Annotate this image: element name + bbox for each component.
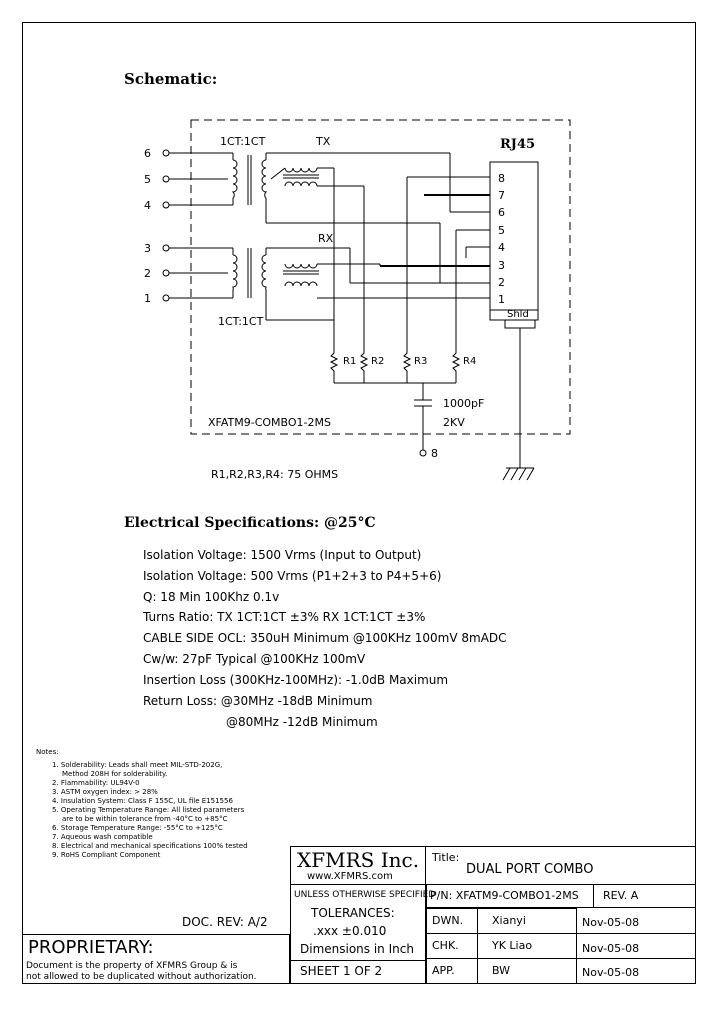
part-number: P/N: XFATM9-COMBO1-2MS bbox=[430, 889, 579, 902]
name-column bbox=[477, 908, 577, 984]
spec-line: Insertion Loss (300KHz-100MHz): -1.0dB M… bbox=[143, 673, 449, 687]
drawing-title: DUAL PORT COMBO bbox=[466, 862, 594, 877]
pin-label: 1 bbox=[144, 292, 151, 305]
note-line: 5. Operating Temperature Range: All list… bbox=[52, 806, 245, 814]
shield-label: Shld bbox=[507, 309, 529, 320]
row-divider bbox=[426, 933, 696, 959]
resistor-label: R3 bbox=[414, 356, 427, 367]
title-label: Title: bbox=[432, 851, 460, 864]
spec-line: Q: 18 Min 100Khz 0.1v bbox=[143, 590, 280, 604]
note-line: 6. Storage Temperature Range: -55°C to +… bbox=[52, 824, 223, 832]
chk-label: CHK. bbox=[432, 939, 459, 952]
schematic-heading: Schematic: bbox=[124, 70, 218, 88]
rj45-pin: 5 bbox=[498, 224, 505, 237]
note-line: 4. Insulation System: Class F 155C, UL f… bbox=[52, 797, 233, 805]
note-line: 7. Aqueous wash compatible bbox=[52, 833, 153, 841]
spec-line: CABLE SIDE OCL: 350uH Minimum @100KHz 10… bbox=[143, 631, 507, 645]
rx-label: RX bbox=[318, 232, 334, 245]
proprietary-text: Document is the property of XFMRS Group … bbox=[26, 961, 238, 971]
chk-name: YK Liao bbox=[492, 939, 533, 952]
module-outline bbox=[190, 119, 571, 435]
rj45-pin: 7 bbox=[498, 189, 505, 202]
resistor-note: R1,R2,R3,R4: 75 OHMS bbox=[211, 468, 338, 481]
resistor-label: R2 bbox=[371, 356, 384, 367]
resistor-label: R4 bbox=[463, 356, 476, 367]
app-name: BW bbox=[492, 964, 511, 977]
tx-ratio-label: 1CT:1CT bbox=[220, 135, 266, 148]
tx-label: TX bbox=[315, 135, 331, 148]
unless-text: UNLESS OTHERWISE SPECIFIED bbox=[294, 890, 436, 900]
schematic-diagram: 1CT:1CT TX RX 1CT:1CT 6 5 4 3 2 1 bbox=[144, 119, 571, 481]
pin-label: 4 bbox=[144, 199, 151, 212]
pin-label: 5 bbox=[144, 173, 151, 186]
rev-cell bbox=[593, 884, 696, 908]
rj45-pins: 8 7 6 5 4 3 2 1 bbox=[498, 172, 505, 306]
notes-heading: Notes: bbox=[36, 748, 59, 756]
ground-pin-label: 8 bbox=[431, 447, 438, 460]
rj45-pin: 8 bbox=[498, 172, 505, 185]
spec-line: Turns Ratio: TX 1CT:1CT ±3% RX 1CT:1CT ±… bbox=[143, 610, 426, 624]
dwn-name: Xianyi bbox=[492, 914, 526, 927]
proprietary-text: not allowed to be duplicated without aut… bbox=[26, 972, 257, 982]
tolerance-value: .xxx ±0.010 bbox=[313, 924, 387, 938]
dwn-label: DWN. bbox=[432, 914, 464, 927]
note-line: are to be within tolerance from -40°C to… bbox=[62, 815, 228, 823]
spec-line: Isolation Voltage: 1500 Vrms (Input to O… bbox=[143, 548, 422, 562]
doc-rev: DOC. REV: A/2 bbox=[182, 915, 268, 929]
note-line: 1. Solderability: Leads shall meet MIL-S… bbox=[52, 761, 223, 769]
spec-line: Return Loss: @30MHz -18dB Minimum bbox=[143, 694, 373, 708]
company-logo: XFMRS Inc. bbox=[297, 848, 420, 872]
sheet-label: SHEET 1 OF 2 bbox=[300, 964, 383, 978]
spec-line: @80MHz -12dB Minimum bbox=[226, 715, 378, 729]
rj45-pin: 3 bbox=[498, 259, 505, 272]
rj45-pin: 1 bbox=[498, 293, 505, 306]
note-line: 9. RoHS Compliant Component bbox=[52, 851, 161, 859]
company-cell: XFMRS Inc. www.XFMRS.com bbox=[290, 846, 426, 885]
app-date: Nov-05-08 bbox=[582, 966, 640, 979]
part-number-label: XFATM9-COMBO1-2MS bbox=[208, 416, 331, 429]
rj45-pin: 4 bbox=[498, 241, 505, 254]
rj45-label: RJ45 bbox=[500, 137, 535, 152]
resistor-label: R1 bbox=[343, 356, 356, 367]
left-pins: 6 5 4 3 2 1 bbox=[144, 147, 151, 305]
sheet-cell bbox=[290, 960, 426, 984]
note-line: 2. Flammability: UL94V-0 bbox=[52, 779, 140, 787]
electrical-heading: Electrical Specifications: @25°C bbox=[124, 515, 376, 531]
app-label: APP. bbox=[432, 964, 455, 977]
pin-label: 3 bbox=[144, 242, 151, 255]
spec-line: Cw/w: 27pF Typical @100KHz 100mV bbox=[143, 652, 366, 666]
capacitor-voltage: 2KV bbox=[443, 416, 465, 429]
dimensions-label: Dimensions in Inch bbox=[300, 942, 414, 956]
note-line: Method 208H for solderability. bbox=[62, 770, 168, 778]
proprietary-box: PROPRIETARY: Document is the property of… bbox=[22, 934, 290, 984]
rj45-pin: 6 bbox=[498, 206, 505, 219]
chk-date: Nov-05-08 bbox=[582, 942, 640, 955]
capacitor-value: 1000pF bbox=[443, 397, 484, 410]
rx-ratio-label: 1CT:1CT bbox=[218, 315, 264, 328]
notes-list: 1. Solderability: Leads shall meet MIL-S… bbox=[52, 761, 248, 860]
spec-line: Isolation Voltage: 500 Vrms (P1+2+3 to P… bbox=[143, 569, 442, 583]
company-website: www.XFMRS.com bbox=[307, 871, 393, 882]
pin-label: 2 bbox=[144, 267, 151, 280]
dwn-date: Nov-05-08 bbox=[582, 916, 640, 929]
rj45-pin: 2 bbox=[498, 276, 505, 289]
note-line: 3. ASTM oxygen index: > 28% bbox=[52, 788, 158, 796]
note-line: 8. Electrical and mechanical specificati… bbox=[52, 842, 248, 850]
pin-label: 6 bbox=[144, 147, 151, 160]
tolerances-label: TOLERANCES: bbox=[311, 906, 395, 920]
proprietary-heading: PROPRIETARY: bbox=[28, 937, 154, 958]
revision: REV. A bbox=[603, 889, 639, 902]
